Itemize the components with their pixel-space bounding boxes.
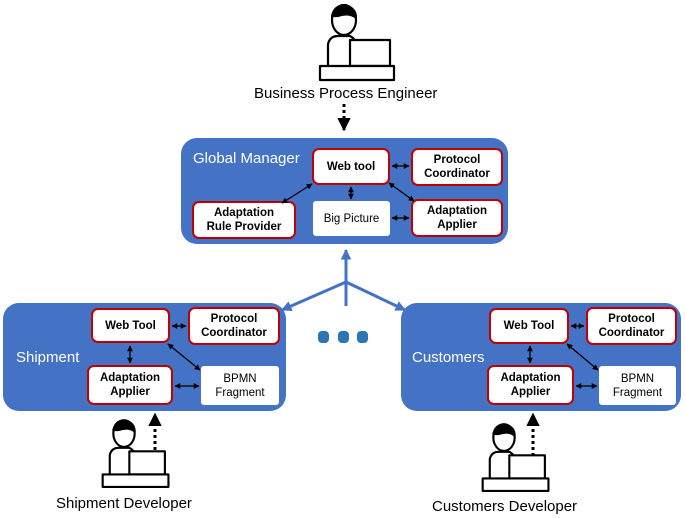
shipment-web-tool-box: Web Tool — [91, 308, 170, 343]
customers-protocol-coordinator-box: Protocol Coordinator — [586, 307, 677, 345]
person-at-laptop-icon — [481, 423, 550, 492]
gm-adaptation-applier-box: Adaptation Applier — [411, 199, 503, 237]
customers-adaptation-applier-box: Adaptation Applier — [487, 365, 574, 405]
gm-big-picture-box: Big Picture — [313, 201, 390, 236]
shipment-webtool-bpmn-link — [167, 343, 201, 371]
ellipsis-dots — [318, 331, 368, 343]
gm-protocol-coordinator-box: Protocol Coordinator — [411, 148, 503, 186]
customers-web-tool-box: Web Tool — [489, 308, 569, 344]
customers-webtool-bpmn-link — [566, 343, 599, 371]
shipment-protocol-coordinator-box: Protocol Coordinator — [188, 307, 280, 345]
gm-adaptation-rule-provider-box: Adaptation Rule Provider — [192, 201, 296, 239]
business-process-engineer-label: Business Process Engineer — [254, 85, 438, 102]
gm-webtool-rule-provider-link — [281, 183, 313, 204]
global-to-shipment-link — [281, 280, 347, 312]
customers-bpmn-fragment-box: BPMN Fragment — [599, 366, 676, 405]
person-at-laptop-icon — [318, 3, 396, 82]
customers-title: Customers — [412, 349, 485, 366]
shipment-developer-label: Shipment Developer — [56, 495, 192, 512]
shipment-adaptation-applier-box: Adaptation Applier — [87, 365, 173, 405]
shipment-bpmn-fragment-box: BPMN Fragment — [201, 366, 279, 405]
gm-webtool-applier-link — [388, 182, 415, 202]
global-to-customers-link — [345, 280, 406, 312]
person-at-laptop-icon — [101, 419, 170, 488]
global-manager-title: Global Manager — [193, 150, 300, 167]
shipment-title: Shipment — [16, 349, 80, 366]
customers-developer-label: Customers Developer — [432, 498, 578, 515]
gm-web-tool-box: Web tool — [312, 148, 390, 185]
